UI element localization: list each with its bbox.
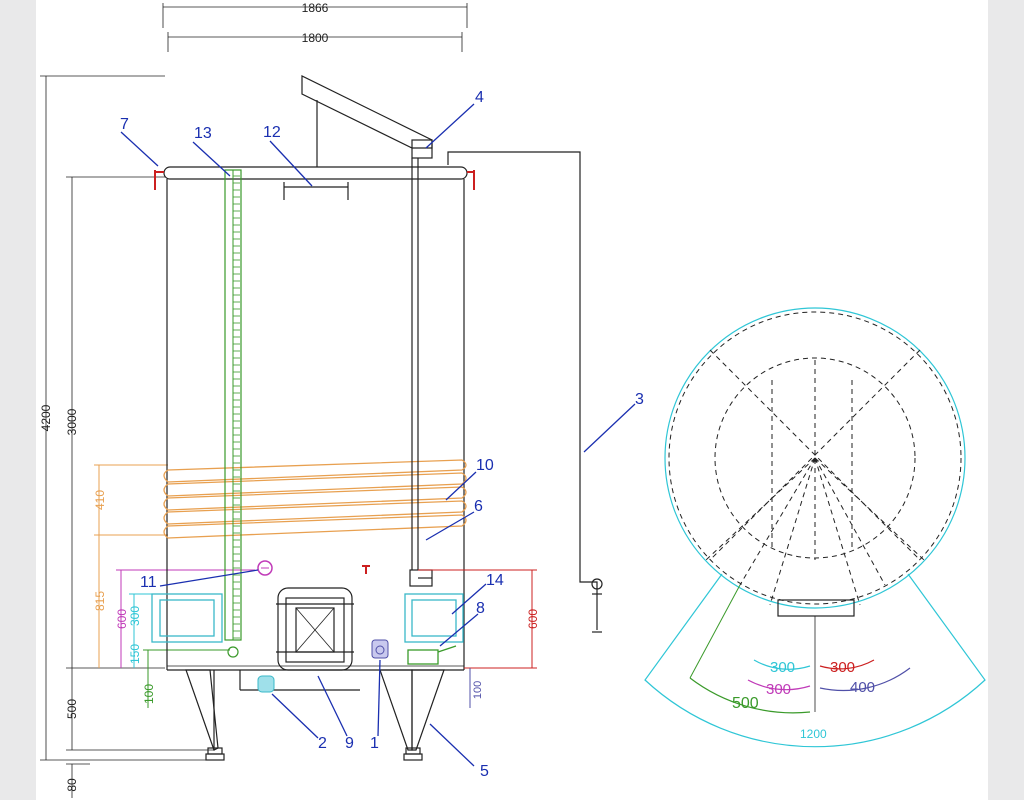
callout-2: 2 — [318, 735, 327, 752]
callout-9: 9 — [345, 735, 354, 752]
external-pipe — [447, 151, 603, 633]
plan-dim-300-magenta: 300 — [766, 681, 791, 698]
dim-level-150: 150 — [128, 644, 142, 664]
plan-dim-1200: 1200 — [800, 727, 827, 741]
callout-7: 7 — [120, 116, 129, 133]
plan-view: 300 300 300 400 500 1200 — [644, 307, 986, 748]
callout-6: 6 — [474, 498, 483, 515]
tank-legs — [185, 669, 445, 761]
dim-right-600: 600 — [526, 609, 540, 629]
callout-arrows — [120, 103, 636, 767]
callout-5: 5 — [480, 763, 489, 780]
vent-pipe — [409, 158, 433, 587]
dim-total-height: 4200 — [39, 404, 53, 431]
callout-12: 12 — [263, 124, 281, 141]
callout-1: 1 — [370, 735, 379, 752]
top-hatch-handle — [283, 182, 349, 200]
callout-10: 10 — [476, 457, 494, 474]
dim-level-100-left: 100 — [142, 684, 156, 704]
dim-door-height: 300 — [128, 606, 142, 626]
fittings — [257, 560, 457, 693]
plan-dim-300-red: 300 — [830, 659, 855, 676]
left-dimensions: 4200 3000 500 80 410 815 600 3 — [39, 75, 255, 798]
cooling-jacket — [163, 459, 467, 539]
tank-body — [154, 75, 475, 671]
plan-dim-300-cyan: 300 — [770, 659, 795, 676]
callout-14: 14 — [486, 572, 504, 589]
top-dimensions: 1866 1800 — [162, 1, 468, 52]
plan-dim-500: 500 — [732, 695, 759, 712]
side-hatches — [151, 593, 464, 643]
dim-leg-height: 500 — [65, 699, 79, 719]
dim-foot-height: 80 — [65, 778, 79, 792]
level-gauge — [224, 169, 242, 658]
plan-dim-400: 400 — [850, 679, 875, 696]
callout-11: 11 — [140, 574, 157, 591]
dim-jacket-height: 410 — [93, 490, 107, 510]
drawing-sheet: 1866 1800 4200 3000 500 80 410 815 — [36, 0, 988, 800]
callout-8: 8 — [476, 600, 485, 617]
manway-door — [276, 587, 354, 671]
right-dimensions: 600 100 — [418, 569, 540, 708]
dim-level-100-right: 100 — [472, 681, 484, 699]
dim-jacket-offset: 815 — [93, 591, 107, 611]
dim-body-width: 1800 — [302, 31, 329, 45]
callout-13: 13 — [194, 125, 212, 142]
dim-body-height: 3000 — [65, 408, 79, 435]
callout-3: 3 — [635, 391, 644, 408]
callout-4: 4 — [475, 89, 484, 106]
dim-overall-width: 1866 — [302, 1, 329, 15]
dim-manway-height: 600 — [115, 609, 129, 629]
tank-drawing: 1866 1800 4200 3000 500 80 410 815 — [39, 1, 986, 798]
